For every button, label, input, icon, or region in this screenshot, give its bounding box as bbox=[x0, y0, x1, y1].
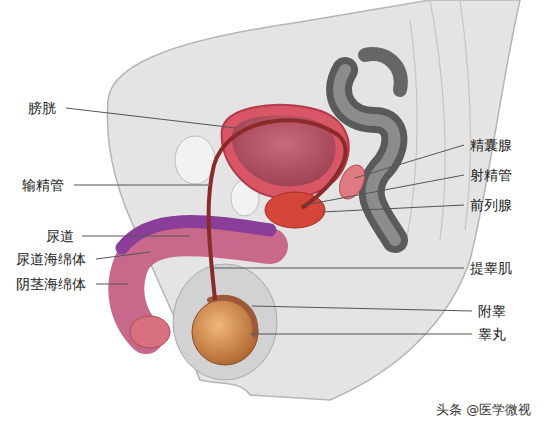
part-label: 睾丸 bbox=[478, 326, 506, 342]
leader-lines bbox=[66, 108, 472, 334]
pubic-bone bbox=[175, 136, 215, 184]
part-label: 提睾肌 bbox=[470, 260, 512, 276]
part-label: 膀胱 bbox=[28, 100, 56, 116]
part-label: 前列腺 bbox=[470, 197, 512, 213]
part-label: 射精管 bbox=[470, 167, 512, 183]
scrotum bbox=[173, 264, 277, 380]
part-label: 尿道 bbox=[46, 228, 74, 244]
part-label: 精囊腺 bbox=[470, 137, 512, 153]
corpus-spongiosum bbox=[122, 222, 270, 248]
body-section bbox=[107, 0, 520, 400]
colon bbox=[365, 54, 401, 90]
part-label: 阴茎海绵体 bbox=[16, 276, 86, 292]
part-label: 附睾 bbox=[478, 303, 506, 319]
vas-deferens bbox=[209, 120, 346, 300]
watermark: 头条 @医学微视 bbox=[436, 402, 531, 418]
part-label: 输精管 bbox=[22, 177, 64, 193]
glans bbox=[130, 316, 170, 348]
part-label: 尿道海绵体 bbox=[16, 251, 86, 267]
back-lines bbox=[405, 0, 470, 250]
epididymis bbox=[210, 298, 255, 335]
